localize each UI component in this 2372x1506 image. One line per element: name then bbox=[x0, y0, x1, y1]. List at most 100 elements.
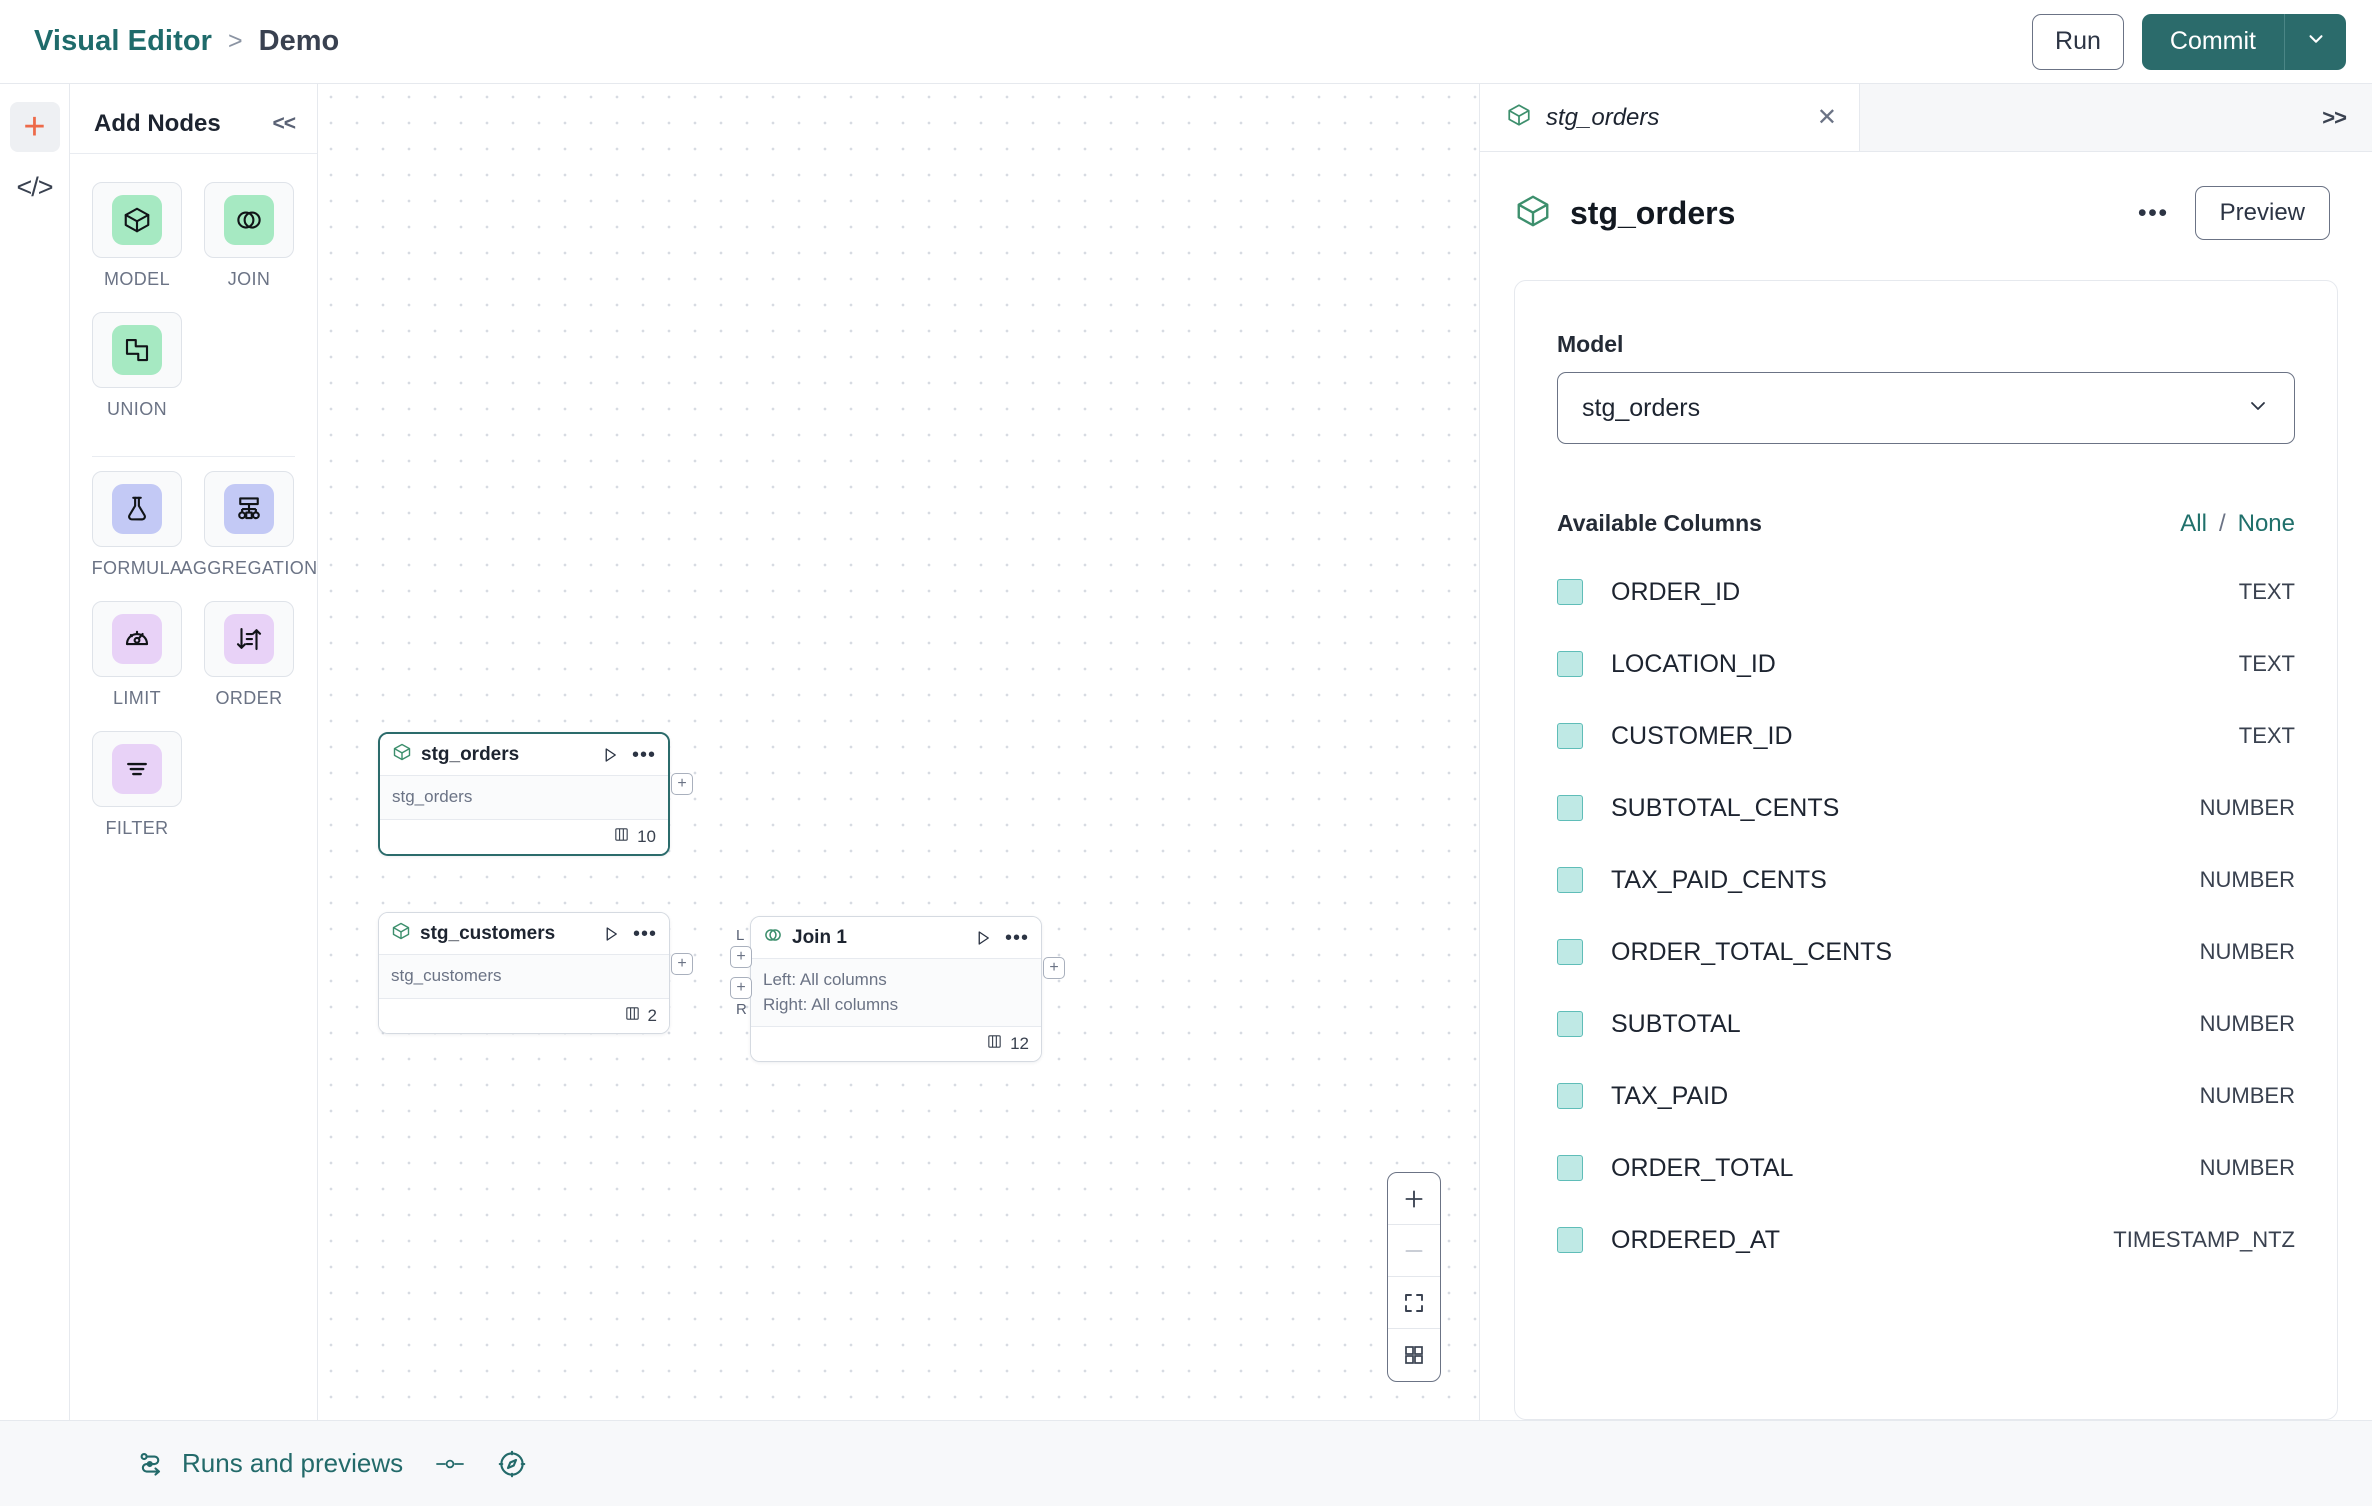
palette-row: UNION bbox=[70, 312, 317, 420]
palette-item-filter[interactable]: FILTER bbox=[92, 731, 182, 839]
available-columns-list: ORDER_ID TEXT LOCATION_ID TEXT CUSTOMER_… bbox=[1557, 556, 2295, 1276]
slider-icon bbox=[433, 1451, 467, 1477]
palette-item-order[interactable]: ORDER bbox=[204, 601, 294, 709]
column-name: SUBTOTAL_CENTS bbox=[1611, 793, 1840, 822]
commit-dropdown-button[interactable] bbox=[2284, 13, 2346, 70]
close-icon[interactable]: ✕ bbox=[1816, 103, 1837, 131]
canvas-node-stg-orders[interactable]: stg_orders ••• stg_orders 10 bbox=[378, 732, 670, 856]
model-select[interactable]: stg_orders bbox=[1557, 372, 2295, 444]
flow-canvas[interactable]: stg_orders ••• stg_orders 10 bbox=[318, 84, 1480, 1420]
compass-button[interactable] bbox=[497, 1449, 527, 1479]
join-input-handle-right[interactable]: + bbox=[730, 977, 752, 999]
breadcrumb-root[interactable]: Visual Editor bbox=[34, 25, 213, 57]
runs-and-previews-button[interactable]: Runs and previews bbox=[136, 1448, 403, 1479]
node-column-count: 12 bbox=[1010, 1034, 1029, 1054]
column-row[interactable]: TAX_PAID NUMBER bbox=[1557, 1060, 2295, 1132]
node-subtitle: stg_customers bbox=[391, 966, 502, 985]
column-checkbox[interactable] bbox=[1557, 1011, 1583, 1037]
column-row[interactable]: ORDER_TOTAL_CENTS NUMBER bbox=[1557, 916, 2295, 988]
palette-tile bbox=[204, 601, 294, 677]
toggle-control-button[interactable] bbox=[433, 1451, 467, 1477]
node-left-columns: Left: All columns bbox=[763, 970, 887, 989]
palette-tile bbox=[92, 312, 182, 388]
node-header: stg_customers ••• bbox=[379, 913, 669, 955]
node-title: Join 1 bbox=[792, 926, 847, 948]
column-checkbox[interactable] bbox=[1557, 651, 1583, 677]
canvas-node-stg-customers[interactable]: stg_customers ••• stg_customers 2 bbox=[378, 912, 670, 1034]
inspector-header: stg_orders ••• Preview bbox=[1480, 152, 2372, 240]
column-checkbox[interactable] bbox=[1557, 579, 1583, 605]
palette-item-join[interactable]: JOIN bbox=[204, 182, 294, 290]
column-row[interactable]: ORDERED_AT TIMESTAMP_NTZ bbox=[1557, 1204, 2295, 1276]
run-node-icon[interactable] bbox=[602, 925, 620, 943]
palette-item-limit[interactable]: LIMIT bbox=[92, 601, 182, 709]
palette-item-formula[interactable]: FORMULA bbox=[92, 471, 182, 579]
column-row[interactable]: TAX_PAID_CENTS NUMBER bbox=[1557, 844, 2295, 916]
add-node-rail-button[interactable]: + bbox=[9, 102, 60, 152]
union-icon bbox=[112, 325, 162, 375]
column-row[interactable]: ORDER_ID TEXT bbox=[1557, 556, 2295, 628]
zoom-in-button[interactable] bbox=[1388, 1173, 1440, 1225]
column-row[interactable]: CUSTOMER_ID TEXT bbox=[1557, 700, 2295, 772]
column-checkbox[interactable] bbox=[1557, 867, 1583, 893]
column-row[interactable]: ORDER_TOTAL NUMBER bbox=[1557, 1132, 2295, 1204]
column-type: NUMBER bbox=[2199, 939, 2295, 964]
code-view-rail-button[interactable]: </> bbox=[10, 162, 60, 212]
fit-view-button[interactable] bbox=[1388, 1277, 1440, 1329]
palette-item-model[interactable]: MODEL bbox=[92, 182, 182, 290]
join-input-handle-left[interactable]: + bbox=[730, 946, 752, 968]
run-node-icon[interactable] bbox=[601, 746, 619, 764]
column-name: LOCATION_ID bbox=[1611, 649, 1776, 678]
add-nodes-title: Add Nodes bbox=[94, 109, 221, 137]
column-checkbox[interactable] bbox=[1557, 795, 1583, 821]
palette-item-aggregation[interactable]: AGGREGATION bbox=[180, 471, 317, 579]
inspector-card: Model stg_orders Available Columns All /… bbox=[1514, 280, 2338, 1420]
toggle-grid-button[interactable] bbox=[1388, 1329, 1440, 1381]
breadcrumb: Visual Editor > Demo bbox=[34, 25, 339, 58]
column-row[interactable]: LOCATION_ID TEXT bbox=[1557, 628, 2295, 700]
column-name: ORDERED_AT bbox=[1611, 1225, 1781, 1254]
column-checkbox[interactable] bbox=[1557, 1155, 1583, 1181]
venn-icon bbox=[763, 925, 783, 950]
add-nodes-header: Add Nodes << bbox=[70, 94, 317, 154]
column-type: NUMBER bbox=[2199, 867, 2295, 892]
column-checkbox[interactable] bbox=[1557, 723, 1583, 749]
run-button[interactable]: Run bbox=[2032, 13, 2124, 70]
chevron-down-icon bbox=[2305, 28, 2327, 55]
node-header-actions: ••• bbox=[601, 745, 656, 765]
column-row[interactable]: SUBTOTAL_CENTS NUMBER bbox=[1557, 772, 2295, 844]
canvas-node-join-1[interactable]: Join 1 ••• Left: All columns Right: All … bbox=[750, 916, 1042, 1063]
column-name: SUBTOTAL bbox=[1611, 1009, 1741, 1038]
zoom-out-button[interactable] bbox=[1388, 1225, 1440, 1277]
available-columns-header: Available Columns All / None bbox=[1557, 510, 2295, 538]
run-node-icon[interactable] bbox=[974, 929, 992, 947]
preview-button[interactable]: Preview bbox=[2194, 186, 2330, 240]
node-output-handle-customers[interactable]: + bbox=[671, 953, 693, 975]
palette-tile bbox=[92, 471, 182, 547]
column-checkbox[interactable] bbox=[1557, 939, 1583, 965]
palette-tile bbox=[92, 601, 182, 677]
node-output-handle-orders[interactable]: + bbox=[671, 773, 693, 795]
columns-select-actions: All / None bbox=[2180, 510, 2295, 538]
column-checkbox[interactable] bbox=[1557, 1227, 1583, 1253]
select-all-link[interactable]: All bbox=[2180, 510, 2207, 537]
inspector-tab-stg-orders[interactable]: stg_orders ✕ bbox=[1480, 84, 1860, 151]
expand-panel-button[interactable]: >> bbox=[2322, 104, 2347, 130]
column-checkbox[interactable] bbox=[1557, 1083, 1583, 1109]
palette-item-union[interactable]: UNION bbox=[92, 312, 182, 420]
collapse-panel-button[interactable]: << bbox=[272, 111, 296, 135]
node-body: Left: All columns Right: All columns bbox=[751, 959, 1041, 1028]
select-none-link[interactable]: None bbox=[2237, 510, 2295, 537]
commit-button[interactable]: Commit bbox=[2141, 13, 2284, 70]
edge-layer bbox=[318, 84, 618, 234]
pipeline-icon bbox=[136, 1449, 166, 1479]
cube-icon bbox=[392, 742, 412, 767]
node-title: stg_customers bbox=[420, 922, 556, 944]
join-output-handle[interactable]: + bbox=[1043, 957, 1065, 979]
column-row[interactable]: SUBTOTAL NUMBER bbox=[1557, 988, 2295, 1060]
columns-icon bbox=[624, 1005, 641, 1027]
palette-item-label: MODEL bbox=[103, 269, 170, 289]
join-right-handle-label: R bbox=[736, 1001, 747, 1018]
compass-icon bbox=[497, 1449, 527, 1479]
